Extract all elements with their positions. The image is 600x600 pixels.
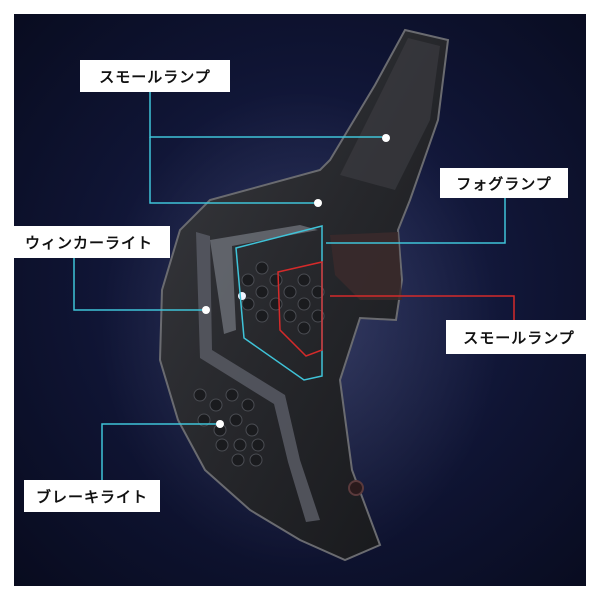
small-lamp-zone-outline [277, 261, 323, 357]
callout-fog-lamp [326, 198, 506, 244]
lower-led-cluster [193, 388, 265, 467]
callout-dot [216, 420, 224, 428]
mount-bolt [348, 480, 364, 496]
fog-lens [330, 232, 402, 300]
label-brake-light: ブレーキライト [24, 480, 160, 512]
light-guide-upper [210, 225, 318, 334]
upper-stalk [340, 38, 440, 190]
upper-led-cluster [238, 261, 325, 335]
label-small-lamp-top: スモールランプ [80, 60, 230, 92]
callout-dot [314, 199, 322, 207]
label-winker-light: ウィンカーライト [8, 226, 170, 258]
callout-winker-light [73, 258, 204, 311]
label-fog-lamp: フォグランプ [440, 168, 568, 198]
callout-small-lamp-right [330, 295, 515, 320]
light-guide [196, 232, 320, 522]
callout-dot [202, 306, 210, 314]
winker-zone-outline [235, 225, 323, 381]
callout-small-lamp-top [149, 92, 382, 204]
callout-brake-light [101, 423, 218, 480]
callout-dot [382, 134, 390, 142]
label-small-lamp-right: スモールランプ [446, 320, 592, 354]
